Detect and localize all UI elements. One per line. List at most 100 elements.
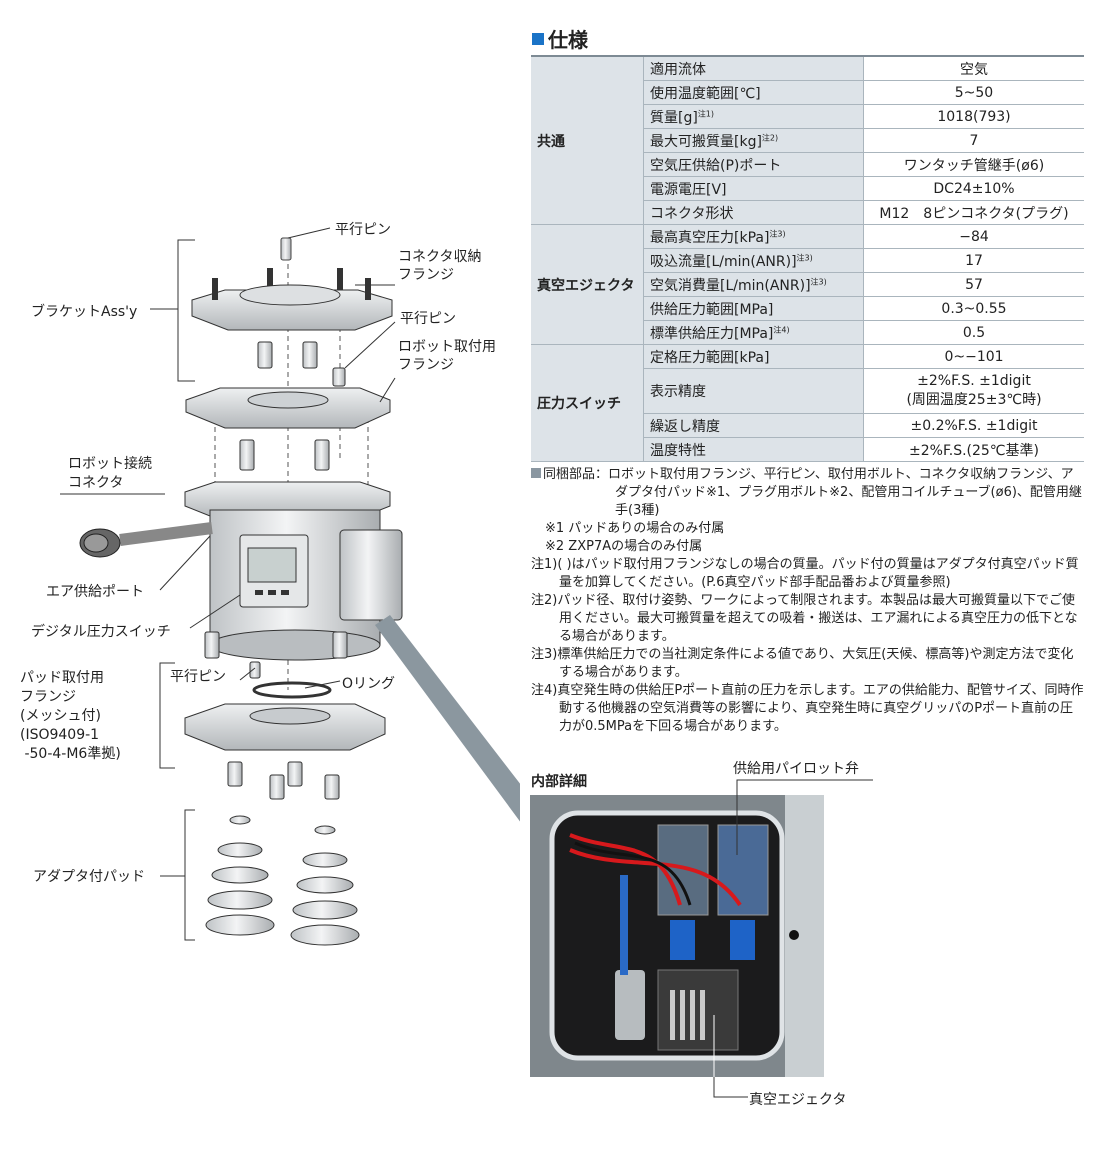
spec-row: 空気圧供給(P)ポート ワンタッチ管継手(ø6) (531, 152, 1084, 177)
spec-group-name: 真空エジェクタ (531, 224, 644, 345)
spec-value-text: 0.5 (962, 324, 986, 341)
spec-value: 5~50 (863, 80, 1084, 105)
spec-row: 使用温度範囲[℃] 5~50 (531, 80, 1084, 105)
photo-leader-lines (713, 779, 873, 1098)
label-air-port: エア供給ポート (46, 584, 144, 600)
label-vacuum-ejector: 真空エジェクタ (749, 1092, 847, 1108)
spec-item: 供給圧力範囲[MPa] (643, 296, 864, 321)
main-body-part (184, 481, 403, 661)
spec-item-label: 吸込流量[L/min(ANR)] (650, 253, 797, 270)
spec-value: −84 (863, 224, 1084, 249)
spec-note-ref: 注4) (773, 324, 790, 334)
spec-row: コネクタ形状 M12 8ピンコネクタ(プラグ) (531, 200, 1084, 225)
label-robot-flange: ロボット取付用 フランジ (398, 339, 496, 373)
label-robot-connector: ロボット接続 コネクタ (68, 456, 152, 491)
spec-item: 電源電圧[V] (643, 176, 864, 201)
spec-table: 共通適用流体空気使用温度範囲[℃] 5~50 質量[g]注1) 1018(793)最大… (531, 55, 1084, 462)
spec-item: コネクタ形状 (643, 200, 864, 225)
spec-value-subtext: (周囲温度25±3℃時) (906, 392, 1042, 408)
spec-item: 定格圧力範囲[kPa] (643, 344, 864, 369)
internal-detail-photo (530, 795, 824, 1077)
spec-value: 7 (863, 128, 1084, 153)
label-parallel-pin-1: 平行ピン (335, 222, 391, 238)
label-pilot-valve: 供給用パイロット弁 (733, 761, 859, 777)
spec-value-text: 7 (969, 132, 979, 149)
spec-item-label: 空気圧供給(P)ポート (650, 157, 782, 174)
spec-heading: 仕様 (532, 24, 588, 53)
spec-value-text: −84 (959, 228, 989, 245)
spec-value: 57 (863, 272, 1084, 297)
spec-item: 最大可搬質量[kg]注2) (643, 128, 864, 153)
robot-flange-part (185, 387, 391, 429)
robot-connector-part (79, 522, 213, 558)
spec-row: 空気消費量[L/min(ANR)]注3) 57 (531, 272, 1084, 297)
spec-row: 真空エジェクタ最高真空圧力[kPa]注3)−84 (531, 224, 1084, 345)
spec-row: 供給圧力範囲[MPa] 0.3~0.55 (531, 296, 1084, 321)
spec-item-label: 使用温度範囲[℃] (650, 85, 761, 102)
spec-heading-text: 仕様 (548, 28, 588, 52)
spec-row: 共通適用流体空気 (531, 55, 1084, 225)
spec-row: 標準供給圧力[MPa]注4) 0.5 (531, 320, 1084, 345)
spec-row: 最大可搬質量[kg]注2) 7 (531, 128, 1084, 153)
accessories-text: ロボット取付用フランジ、平行ピン、取付用ボルト、コネクタ収納フランジ、アダプタ付… (608, 467, 1082, 518)
spec-value: 0.5 (863, 320, 1084, 345)
spec-item: 空気圧供給(P)ポート (643, 152, 864, 177)
spec-value-text: ±2%F.S.(25℃基準) (909, 442, 1039, 459)
spec-item-label: 温度特性 (650, 442, 706, 459)
bracket-assy-part (191, 268, 393, 331)
footnote-1: 注1)( )はパッド取付用フランジなしの場合の質量。パッド付の質量はアダプタ付真… (531, 557, 1079, 590)
spec-row: 表示精度 ±2%F.S. ±1digit (周囲温度25±3℃時) (531, 368, 1084, 414)
spec-note-ref: 注3) (810, 276, 827, 286)
spec-value: 0.3~0.55 (863, 296, 1084, 321)
spec-item: 温度特性 (643, 437, 864, 462)
spec-item-label: 空気消費量[L/min(ANR)] (650, 277, 811, 294)
spec-item-label: 最高真空圧力[kPa] (650, 229, 770, 246)
square-bullet-icon (531, 468, 541, 478)
spec-value-text: ±2%F.S. ±1digit (917, 373, 1031, 389)
spec-value-text: 17 (965, 252, 983, 269)
spec-value-text: 5~50 (954, 84, 994, 101)
spec-row: 繰返し精度 ±0.2%F.S. ±1digit (531, 413, 1084, 438)
spec-item: 繰返し精度 (643, 413, 864, 438)
spec-note-ref: 注3) (769, 228, 786, 238)
label-parallel-pin-2: 平行ピン (400, 311, 456, 327)
spec-value: ワンタッチ管継手(ø6) (863, 152, 1084, 177)
footnote-3: 注3)標準供給圧力での当社測定条件による値であり、大気圧(天候、標高等)や測定方… (531, 647, 1074, 680)
spec-item: 表示精度 (643, 368, 864, 414)
spec-item: 適用流体 (643, 55, 864, 81)
spec-value-text: ワンタッチ管継手(ø6) (903, 157, 1045, 174)
asterisk-note-1: ※1 パッドありの場合のみ付属 (545, 521, 725, 536)
spec-value: ±2%F.S.(25℃基準) (863, 437, 1084, 462)
spec-item-label: 繰返し精度 (650, 418, 720, 435)
spec-item: 吸込流量[L/min(ANR)]注3) (643, 248, 864, 273)
spec-item-label: 適用流体 (650, 61, 706, 78)
spec-value: 1018(793) (863, 104, 1084, 129)
exploded-view-diagram (60, 227, 520, 946)
spec-item-label: 供給圧力範囲[MPa] (650, 301, 774, 318)
spec-item-label: 質量[g] (650, 109, 698, 126)
spec-item: 使用温度範囲[℃] (643, 80, 864, 105)
spec-item-label: コネクタ形状 (650, 205, 734, 222)
spec-group-name: 圧力スイッチ (531, 344, 644, 462)
spec-value-text: ±0.2%F.S. ±1digit (910, 417, 1038, 434)
adapter-pad-part (205, 815, 360, 946)
spec-row: 吸込流量[L/min(ANR)]注3) 17 (531, 248, 1084, 273)
spec-value: M12 8ピンコネクタ(プラグ) (863, 200, 1084, 225)
spec-row: 電源電圧[V] DC24±10% (531, 176, 1084, 201)
spec-value: DC24±10% (863, 176, 1084, 201)
spec-value: ±2%F.S. ±1digit (周囲温度25±3℃時) (863, 368, 1084, 414)
spec-value-text: 0.3~0.55 (941, 300, 1007, 317)
spec-item-label: 標準供給圧力[MPa] (650, 325, 774, 342)
spec-note-ref: 注1) (697, 108, 715, 118)
spec-item-label: 電源電圧[V] (650, 181, 727, 198)
spec-note-ref: 注3) (796, 252, 813, 262)
label-oring: Oリング (342, 676, 396, 692)
spec-item: 最高真空圧力[kPa]注3) (643, 224, 864, 249)
label-adapter-pad: アダプタ付パッド (33, 869, 145, 885)
spec-value-text: 57 (965, 276, 983, 293)
spec-group-name: 共通 (531, 55, 644, 225)
asterisk-note-2: ※2 ZXP7Aの場合のみ付属 (545, 539, 703, 554)
label-bracket-assy: ブラケットAss'y (31, 304, 138, 320)
parallel-pin-top (280, 237, 292, 261)
notes-block: 同梱部品：ロボット取付用フランジ、平行ピン、取付用ボルト、コネクタ収納フランジ、… (531, 466, 1086, 736)
